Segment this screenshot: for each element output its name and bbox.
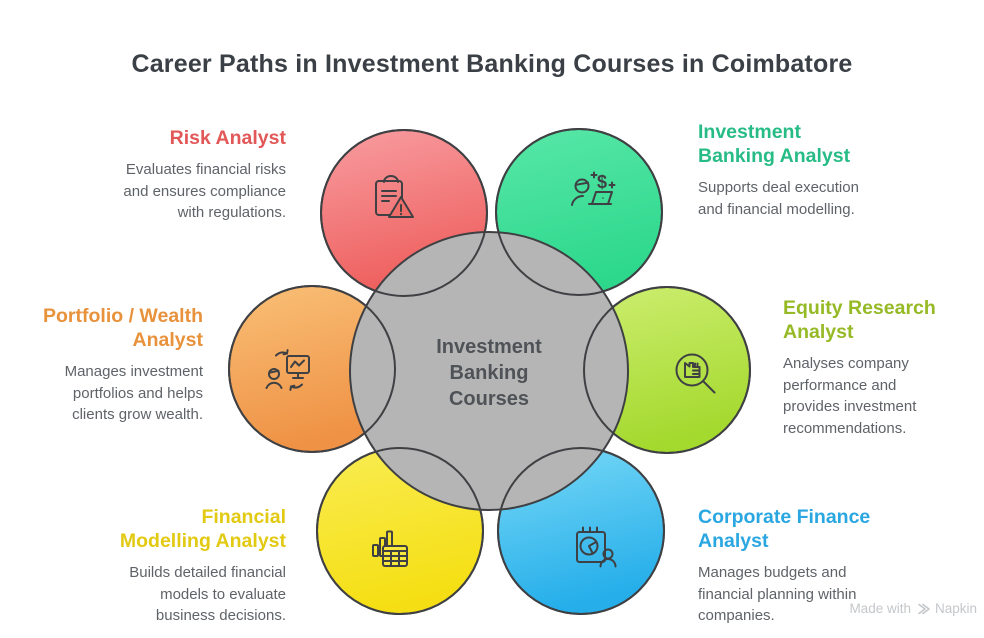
center-label: Investment Banking Courses [436,336,542,410]
role-title-portfolio-wealth-analyst: Portfolio / Wealth Analyst [43,305,203,351]
role-description-risk-analyst: Evaluates financial risks and ensures co… [123,161,286,221]
role-block-equity-research-analyst: Equity Research Analyst Analyses company… [783,296,968,439]
svg-text:$: $ [597,172,607,192]
portfolio-exchange-icon [265,349,310,391]
analyst-laptop-dollar-icon: $ [571,171,616,206]
circle-center-courses [349,231,629,511]
bar-chart-calculator-icon [372,530,408,567]
watermark-prefix: Made with [849,601,911,616]
role-block-risk-analyst: Risk Analyst Evaluates financial risks a… [76,126,286,224]
made-with-napkin-badge[interactable]: Made with Napkin [849,601,977,616]
role-title-corporate-finance-analyst: Corporate Finance Analyst [698,506,871,552]
role-block-corporate-finance-analyst: Corporate Finance Analyst Manages budget… [698,505,913,627]
role-description-corporate-finance-analyst: Manages budgets and financial planning w… [698,564,857,624]
role-title-risk-analyst: Risk Analyst [169,127,286,149]
role-block-financial-modelling-analyst: Financial Modelling Analyst Builds detai… [96,505,286,627]
overlap-outlines [228,128,751,615]
role-description-investment-banking-analyst: Supports deal execution and financial mo… [698,179,859,218]
role-title-financial-modelling-analyst: Financial Modelling Analyst [119,506,286,552]
role-block-investment-banking-analyst: Investment Banking Analyst Supports deal… [698,120,908,220]
page-title: Career Paths in Investment Banking Cours… [131,50,853,78]
role-title-investment-banking-analyst: Investment Banking Analyst [698,121,851,167]
magnifier-company-icon [675,353,716,394]
role-description-equity-research-analyst: Analyses company performance and provide… [783,355,917,437]
clipboard-warning-icon [375,175,414,218]
role-block-portfolio-wealth-analyst: Portfolio / Wealth Analyst Manages inves… [13,304,203,426]
role-description-financial-modelling-analyst: Builds detailed financial models to eval… [129,564,286,624]
role-description-portfolio-wealth-analyst: Manages investment portfolios and helps … [64,363,203,423]
napkin-logo-icon [918,603,930,614]
watermark-brand: Napkin [934,601,977,616]
role-title-equity-research-analyst: Equity Research Analyst [783,297,936,343]
calendar-pie-person-icon [576,526,617,568]
